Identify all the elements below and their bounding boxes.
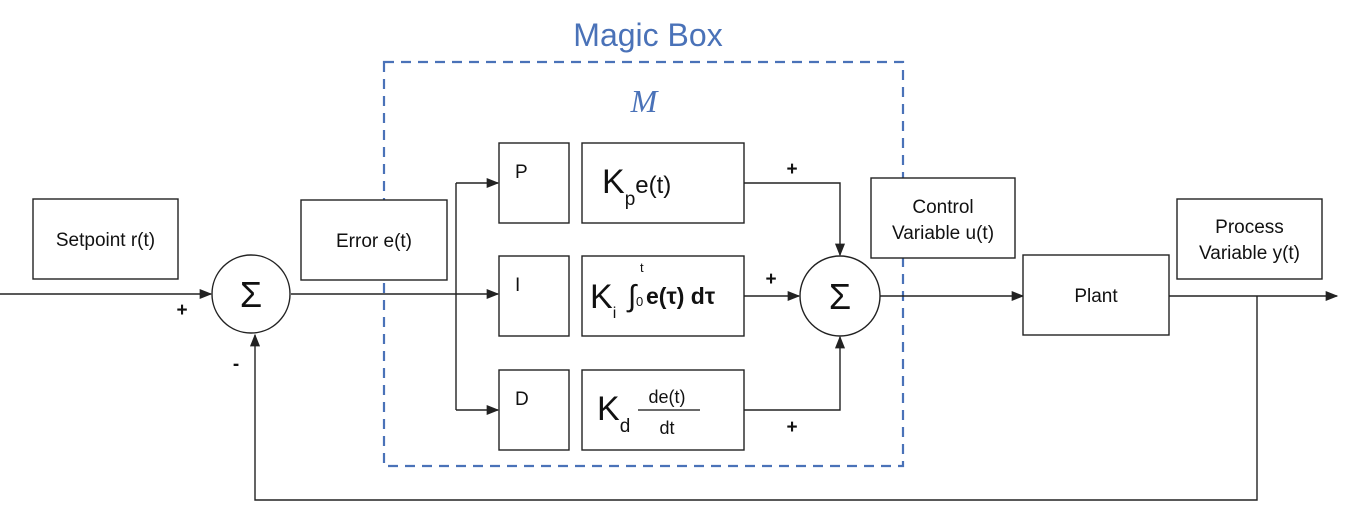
integral-sign: ∫ [626,280,638,313]
process-label-line2: Variable y(t) [1199,243,1300,264]
process-label-line1: Process [1215,217,1284,238]
magic-box-boundary [382,60,905,468]
d-term-gain: Kd [597,390,630,437]
p-plus-sign: + [786,159,797,180]
i-gain: K [590,278,613,316]
input-plus-sign: + [176,300,187,321]
setpoint-box [32,198,179,280]
control-variable-box [870,177,1016,259]
i-plus-sign: + [765,269,776,290]
integral-upper-limit: t [640,260,644,275]
i-term-box [581,255,745,337]
p-term-box [581,142,745,224]
i-term-expression: e(τ) dτ [646,283,715,309]
p-term-expression: e(t) [635,172,671,199]
plant-box [1022,254,1170,336]
d-term-wire [744,335,846,411]
d-gain: K [597,390,620,428]
pid-summing-symbol: Σ [829,276,851,317]
i-label: I [515,275,520,296]
p-gain: K [602,163,625,201]
integral-lower-limit: 0 [636,294,643,309]
i-term-gain: Ki [590,278,616,322]
process-variable-box [1176,198,1323,280]
d-gain-subscript: d [620,416,631,437]
pid-summing-junction [799,255,881,337]
d-label: D [515,389,529,410]
error-label: Error e(t) [336,231,412,252]
p-box [498,142,570,224]
p-term-formula: Kpe(t) [602,163,671,210]
p-gain-subscript: p [625,189,636,210]
feedback-wire [249,296,1258,501]
d-box [498,369,570,451]
d-term-denominator: dt [659,418,674,438]
error-summing-junction [211,254,291,334]
i-box [498,255,570,337]
magic-box-symbol: M [630,83,660,119]
error-box [300,199,448,281]
setpoint-label: Setpoint r(t) [56,230,155,251]
i-gain-subscript: i [613,305,617,322]
control-label-line2: Variable u(t) [892,223,994,244]
control-label-line1: Control [912,197,973,218]
feedback-minus-sign: - [233,354,239,375]
error-summing-symbol: Σ [240,274,262,315]
p-label: P [515,162,528,183]
magic-box-title: Magic Box [573,17,722,53]
d-term-numerator: de(t) [648,387,685,407]
plant-label: Plant [1074,286,1118,307]
d-plus-sign: + [786,417,797,438]
p-term-wire [744,182,846,257]
